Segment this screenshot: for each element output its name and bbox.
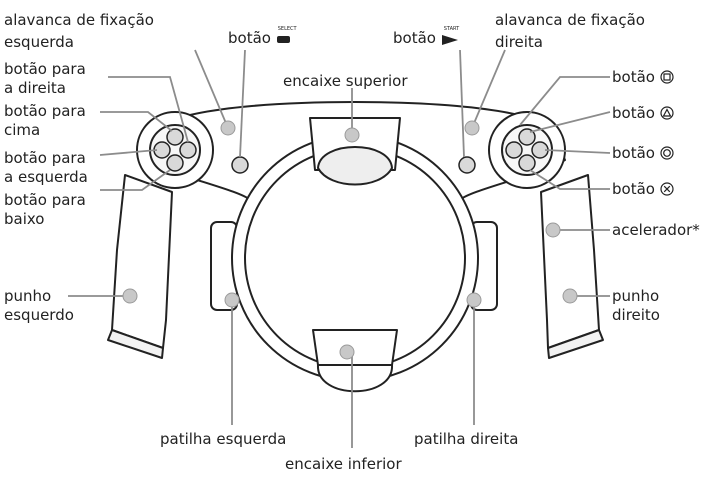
cross-label-text: botão <box>612 180 655 198</box>
leader-square <box>519 76 610 126</box>
leader-right-button <box>108 76 189 143</box>
label-left-paddle: patilha esquerda <box>160 430 287 448</box>
top-mount-dome <box>317 146 393 186</box>
label-bottom-mount: encaixe inferior <box>285 455 402 473</box>
select-bar-icon <box>276 35 290 43</box>
dot-left-grip <box>122 288 138 304</box>
label-square-button: botão <box>612 68 674 86</box>
select-label-text: botão <box>228 29 271 47</box>
leader-cross <box>529 169 610 190</box>
triangle-face-button[interactable] <box>518 128 536 146</box>
label-left-grip-2: esquerdo <box>4 306 74 324</box>
label-left-button-2: a esquerda <box>4 168 88 186</box>
dot-left-lock <box>220 120 236 136</box>
triangle-icon <box>660 106 674 120</box>
dpad-right-button[interactable] <box>179 141 197 159</box>
leader-start <box>459 49 465 158</box>
label-right-grip-1: punho <box>612 287 660 305</box>
square-label-text: botão <box>612 68 655 86</box>
label-right-lock-lever-2: direita <box>495 33 543 51</box>
left-grip-shape <box>111 174 173 349</box>
start-mark-text: START <box>443 25 460 32</box>
label-up-button-1: botão para <box>4 102 86 120</box>
label-right-paddle: patilha direita <box>414 430 519 448</box>
label-left-grip-1: punho <box>4 287 52 305</box>
dot-left-paddle <box>224 292 240 308</box>
start-label-text: botão <box>393 29 436 47</box>
dot-right-grip <box>562 288 578 304</box>
square-face-button[interactable] <box>505 141 523 159</box>
bottom-mount-cup <box>316 364 394 393</box>
square-icon <box>660 70 674 84</box>
dpad-down-button[interactable] <box>166 154 184 172</box>
leader-up-button <box>100 111 173 132</box>
label-left-button-1: botão para <box>4 149 86 167</box>
leader-lines <box>68 49 611 448</box>
dot-right-paddle <box>466 292 482 308</box>
left-grip-cap <box>107 329 164 359</box>
dpad <box>153 128 197 172</box>
label-right-grip-2: direito <box>612 306 660 324</box>
label-start-button: botão START <box>393 26 459 48</box>
start-button-icon: START <box>441 26 459 47</box>
leader-select <box>239 49 246 158</box>
dot-accelerator <box>545 222 561 238</box>
leader-dots <box>122 120 578 360</box>
cross-icon <box>660 182 674 196</box>
label-left-lock-lever-2: esquerda <box>4 33 74 51</box>
label-up-button-2: cima <box>4 121 41 139</box>
label-left-lock-lever-1: alavanca de fixação <box>4 11 154 29</box>
right-grip-shape <box>540 174 600 349</box>
leader-down-button <box>100 169 171 191</box>
label-accelerator: acelerador* <box>612 221 700 239</box>
triangle-label-text: botão <box>612 104 655 122</box>
leader-right-lock <box>471 49 506 129</box>
bottom-mount-shape <box>312 329 398 366</box>
start-button-shape[interactable] <box>458 156 476 174</box>
leader-left-lock <box>194 49 229 129</box>
cross-face-button[interactable] <box>518 154 536 172</box>
leader-circle <box>544 149 611 154</box>
label-right-button-2: a direita <box>4 79 66 97</box>
circle-label-text: botão <box>612 144 655 162</box>
label-right-button-1: botão para <box>4 60 86 78</box>
label-down-button-1: botão para <box>4 191 86 209</box>
leader-left-button <box>99 149 158 156</box>
face-buttons <box>505 128 549 172</box>
dot-bottom-mount <box>339 344 355 360</box>
select-button-icon: SELECT <box>276 26 297 47</box>
label-triangle-button: botão <box>612 104 674 122</box>
leader-triangle <box>529 111 611 133</box>
select-mark-text: SELECT <box>277 25 297 32</box>
controller-body <box>107 101 604 393</box>
label-cross-button: botão <box>612 180 674 198</box>
circle-icon <box>660 146 674 160</box>
select-button-shape[interactable] <box>231 156 249 174</box>
dot-top-mount <box>344 127 360 143</box>
label-down-button-2: baixo <box>4 210 45 228</box>
label-select-button: botão SELECT <box>228 26 297 48</box>
dpad-up-button[interactable] <box>166 128 184 146</box>
dot-right-lock <box>464 120 480 136</box>
label-top-mount: encaixe superior <box>283 72 408 90</box>
label-circle-button: botão <box>612 144 674 162</box>
start-arrow-icon <box>441 34 458 45</box>
label-right-lock-lever-1: alavanca de fixação <box>495 11 645 29</box>
right-grip-cap <box>547 329 604 359</box>
